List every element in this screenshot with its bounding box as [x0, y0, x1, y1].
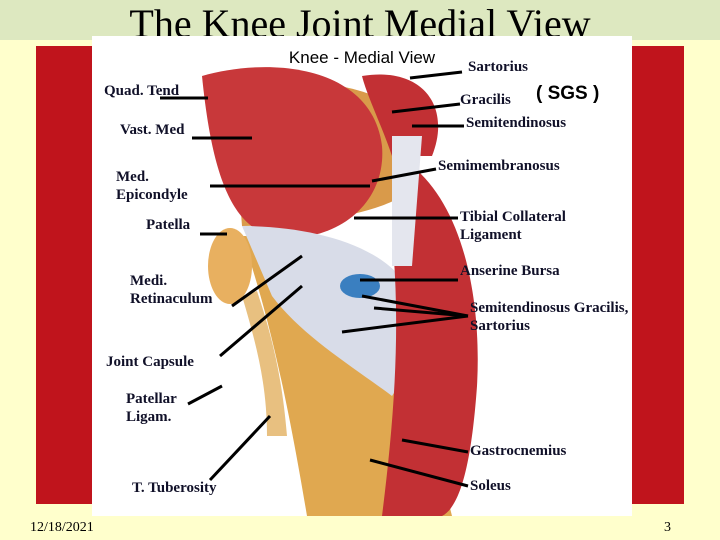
- page-number: 3: [664, 520, 671, 535]
- label-semitendinosus: Semitendinosus: [466, 115, 567, 131]
- anserine-bursa-shape: [340, 274, 380, 298]
- patella-shape: [208, 228, 252, 304]
- right-leader-lines: [341, 70, 469, 488]
- label-vast-med: Vast. Med: [120, 122, 185, 138]
- label-anserine-bursa: Anserine Bursa: [460, 263, 560, 279]
- footer-date: 12/18/2021: [30, 520, 94, 535]
- sartorius-muscle: [362, 74, 439, 156]
- label-gracilis: Gracilis: [460, 92, 511, 108]
- label-patellar-ligam: Patellar Ligam.: [126, 391, 177, 425]
- label-tibial-collateral-ligament: Tibial Collateral Ligament: [460, 209, 566, 243]
- figure-title: Knee - Medial View: [288, 48, 436, 67]
- label-semimembranosus: Semimembranosus: [438, 158, 560, 174]
- anatomy-figure: Knee - Medial View Quad. Tend Vast. Med …: [92, 36, 632, 516]
- sgs-group-label: ( SGS ): [536, 83, 600, 104]
- label-semitendinosus-gracilis-sartorius: Semitendinosus Gracilis, Sartorius: [470, 300, 629, 334]
- label-med-epicondyle: Med. Epicondyle: [116, 169, 188, 203]
- label-t-tuberosity: T. Tuberosity: [132, 480, 217, 496]
- vastus-medialis-muscle: [202, 67, 383, 238]
- left-leader-lines: [160, 96, 370, 482]
- knee-illustration: [160, 67, 478, 516]
- label-soleus: Soleus: [470, 478, 511, 494]
- label-gastrocnemius: Gastrocnemius: [470, 443, 567, 459]
- label-medi-retinaculum: Medi. Retinaculum: [130, 273, 213, 307]
- label-joint-capsule: Joint Capsule: [106, 354, 194, 370]
- label-patella: Patella: [146, 217, 191, 233]
- hamstring-tendons: [392, 136, 422, 266]
- right-red-bar: [628, 46, 684, 504]
- title-band: [0, 0, 720, 40]
- label-sartorius: Sartorius: [468, 59, 528, 75]
- left-red-bar: [36, 46, 98, 504]
- label-quad-tend: Quad. Tend: [104, 83, 180, 99]
